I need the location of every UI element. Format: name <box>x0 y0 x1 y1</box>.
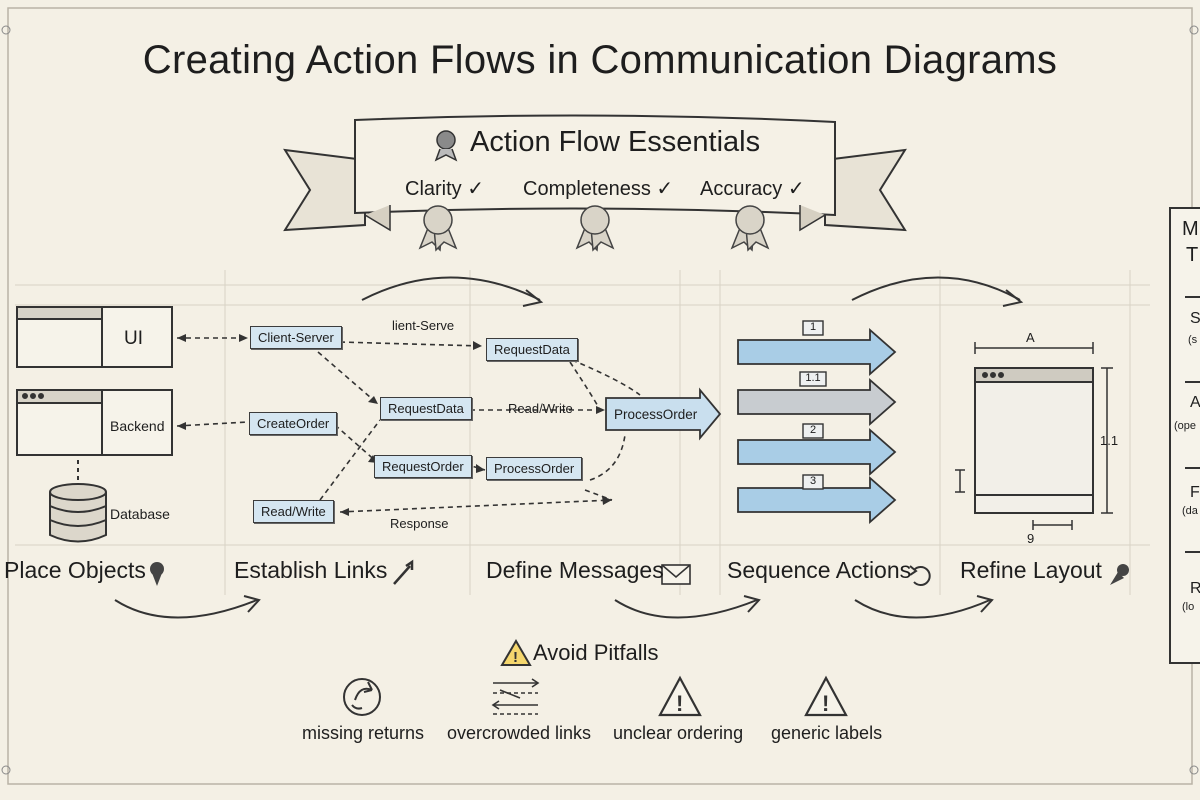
warning-icon <box>500 639 532 666</box>
link-arrowheads <box>177 334 612 516</box>
dimension-lines <box>955 342 1113 530</box>
layout-window <box>974 367 1094 514</box>
message-node-process-order: ProcessOrder <box>614 407 698 422</box>
banner-title: Action Flow Essentials <box>470 126 761 158</box>
essential-accuracy: Accuracy ✓ <box>700 178 805 200</box>
link-node-read-write: Read/Write <box>253 500 334 523</box>
essential-clarity: Clarity ✓ <box>405 178 484 200</box>
link-label-client-server: lient-Serve <box>392 318 455 333</box>
sidebar-item: (s <box>1188 334 1198 346</box>
badge-icon <box>434 130 458 162</box>
dimension-label: 9 <box>1027 531 1035 546</box>
step-sequence-actions: Sequence Actions <box>727 557 912 583</box>
warning-icon <box>658 675 702 717</box>
backend-window <box>16 389 173 456</box>
sidebar-item: R <box>1190 580 1200 597</box>
ui-window <box>16 306 173 368</box>
sidebar-item: (ope <box>1174 420 1197 432</box>
link-label-read-write: Read/Write <box>508 401 573 416</box>
sidebar-header: T <box>1186 244 1199 266</box>
essential-completeness: Completeness ✓ <box>523 178 674 200</box>
pin-hole <box>1 765 11 775</box>
dimension-label: 1.1 <box>1100 433 1119 448</box>
ui-object-label: UI <box>124 328 143 349</box>
pitfalls-title: Avoid Pitfalls <box>533 640 659 665</box>
step-refine-layout: Refine Layout <box>960 557 1102 583</box>
pitfall-missing-returns: missing returns <box>302 723 425 743</box>
sequence-number-boxes <box>799 320 827 490</box>
check-icon: ✓ <box>787 178 805 200</box>
pin-icon <box>1110 564 1129 585</box>
sequence-number: 3 <box>809 475 817 487</box>
sidebar-header: M <box>1182 218 1199 240</box>
sequence-number: 2 <box>809 424 817 436</box>
check-icon: ✓ <box>656 178 674 200</box>
link-node-client-server: Client-Server <box>250 326 342 349</box>
link-node-create-order: CreateOrder <box>249 412 338 435</box>
overcrowded-links-icon <box>491 678 540 715</box>
link-node-request-data: RequestData <box>380 397 472 420</box>
warning-exclaim: ! <box>676 691 683 716</box>
cycle-icon <box>909 565 931 586</box>
grid <box>15 270 1150 595</box>
sidebar-item: A <box>1190 394 1200 411</box>
flow-arrows-bottom <box>114 595 994 619</box>
message-node-request-data: RequestData <box>486 338 578 361</box>
sequence-arrows <box>737 328 897 524</box>
pitfall-overcrowded-links: overcrowded links <box>447 723 592 743</box>
sidebar-panel <box>1169 207 1200 664</box>
sidebar-item: S <box>1190 310 1200 327</box>
award-rosettes <box>418 205 770 252</box>
page-title: Creating Action Flows in Communication D… <box>142 38 1058 82</box>
link-node-request-order: RequestOrder <box>374 455 472 478</box>
step-place-objects: Place Objects <box>4 557 146 583</box>
pin-icon <box>150 562 164 586</box>
sidebar-item: (lo <box>1182 601 1195 613</box>
link-icon <box>393 559 414 585</box>
step-define-messages: Define Messages <box>486 557 664 583</box>
pitfall-generic-labels: generic labels <box>771 723 883 743</box>
message-node-process-order-2: ProcessOrder <box>486 457 583 480</box>
backend-object-label: Backend <box>110 418 165 434</box>
envelope-icon <box>661 564 691 585</box>
sequence-number: 1 <box>809 321 817 333</box>
pin-hole <box>1 25 11 35</box>
warning-exclaim: ! <box>822 691 829 716</box>
flow-arrows-top <box>361 276 1024 307</box>
link-lines <box>176 337 641 513</box>
check-icon: ✓ <box>467 178 484 200</box>
pin-hole <box>1189 25 1199 35</box>
sidebar-item: F <box>1190 484 1200 501</box>
process-order-node-shape <box>605 387 722 441</box>
dimension-label: A <box>1026 330 1035 345</box>
step-establish-links: Establish Links <box>234 557 388 583</box>
sequence-number: 1.1 <box>805 372 821 384</box>
warning-exclaim: ! <box>513 649 518 666</box>
sidebar-item: (da <box>1182 505 1198 517</box>
database-icon <box>49 483 107 543</box>
pin-hole <box>1189 765 1199 775</box>
ribbon-banner <box>283 114 907 232</box>
pitfall-unclear-ordering: unclear ordering <box>613 723 744 743</box>
link-label-response: Response <box>390 516 449 531</box>
database-object-label: Database <box>110 506 170 522</box>
warning-icon <box>804 675 848 717</box>
missing-returns-icon <box>343 678 381 716</box>
